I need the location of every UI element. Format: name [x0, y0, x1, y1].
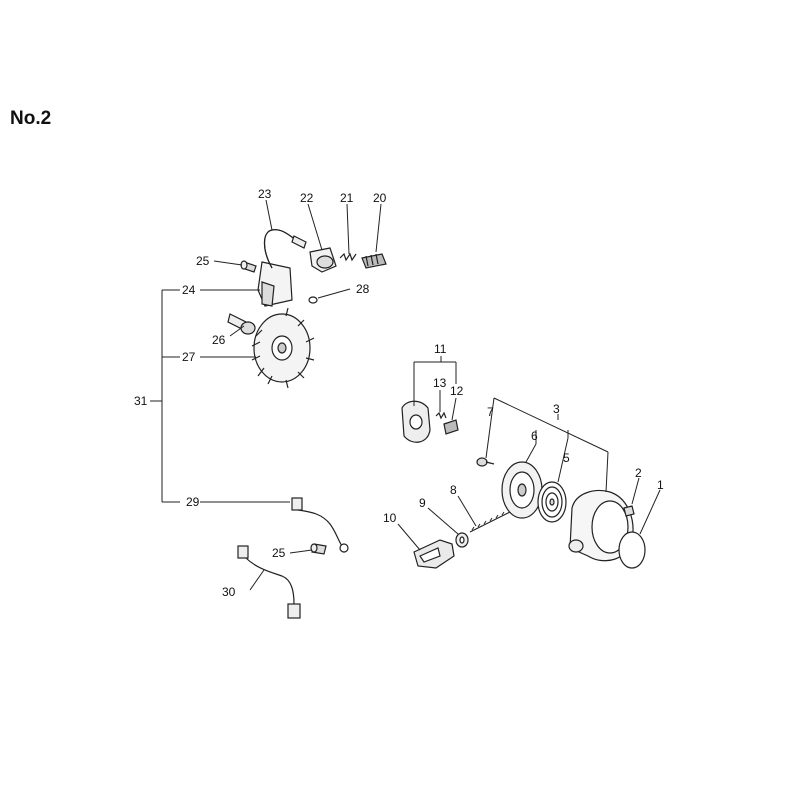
- washer-28: [308, 296, 318, 304]
- lead-wire-29: [291, 497, 349, 553]
- label-part-11: 11: [434, 342, 447, 356]
- label-part-1: 1: [657, 478, 664, 492]
- terminal-nut: [361, 253, 387, 269]
- label-part-25-upper: 25: [196, 254, 210, 268]
- label-part-2: 2: [635, 466, 642, 480]
- screw-7: [476, 457, 495, 467]
- label-part-13: 13: [433, 376, 447, 390]
- group-bracket-31: [150, 289, 180, 503]
- flywheel: [251, 307, 315, 389]
- label-part-10: 10: [383, 511, 397, 525]
- label-part-24: 24: [182, 283, 196, 297]
- label-part-29: 29: [186, 495, 200, 509]
- bolt-26: [227, 313, 256, 335]
- label-part-6: 6: [531, 429, 538, 443]
- starter-handle: [413, 539, 455, 569]
- rope-guide: [455, 532, 469, 548]
- label-part-30: 30: [222, 585, 236, 599]
- screw-25-upper: [240, 260, 257, 273]
- screw-2: [623, 505, 635, 517]
- label-part-28: 28: [356, 282, 370, 296]
- pawl-pin: [443, 419, 459, 435]
- label-part-22: 22: [300, 191, 314, 205]
- starter-case: [568, 489, 634, 562]
- label-part-31: 31: [134, 394, 148, 408]
- cap-spring: [339, 252, 357, 262]
- label-part-25-lower: 25: [272, 546, 286, 560]
- starter-pulley: [501, 461, 543, 519]
- starter-rope: [469, 511, 511, 533]
- label-part-9: 9: [419, 496, 426, 510]
- spark-plug-cap: [309, 247, 337, 273]
- part-labels: 23 22 21 20 25 24 28 26 27 31 29 25 30 1…: [134, 187, 664, 599]
- cover-plate: [618, 531, 646, 569]
- leader-lines: [200, 199, 661, 591]
- label-part-5: 5: [563, 451, 570, 465]
- label-part-27: 27: [182, 350, 196, 364]
- ignition-coil: [257, 229, 307, 307]
- label-part-20: 20: [373, 191, 387, 205]
- label-part-8: 8: [450, 483, 457, 497]
- starter-pawl: [401, 400, 431, 443]
- pawl-spring: [435, 411, 447, 420]
- screw-25-lower: [310, 543, 327, 555]
- label-part-7: 7: [487, 405, 494, 419]
- lead-wire-30: [237, 545, 301, 619]
- recoil-spring: [537, 481, 567, 523]
- label-part-26: 26: [212, 333, 226, 347]
- label-part-21: 21: [340, 191, 354, 205]
- label-part-23: 23: [258, 187, 272, 201]
- page-title: No.2: [10, 108, 52, 129]
- label-part-12: 12: [450, 384, 464, 398]
- label-part-3: 3: [553, 402, 560, 416]
